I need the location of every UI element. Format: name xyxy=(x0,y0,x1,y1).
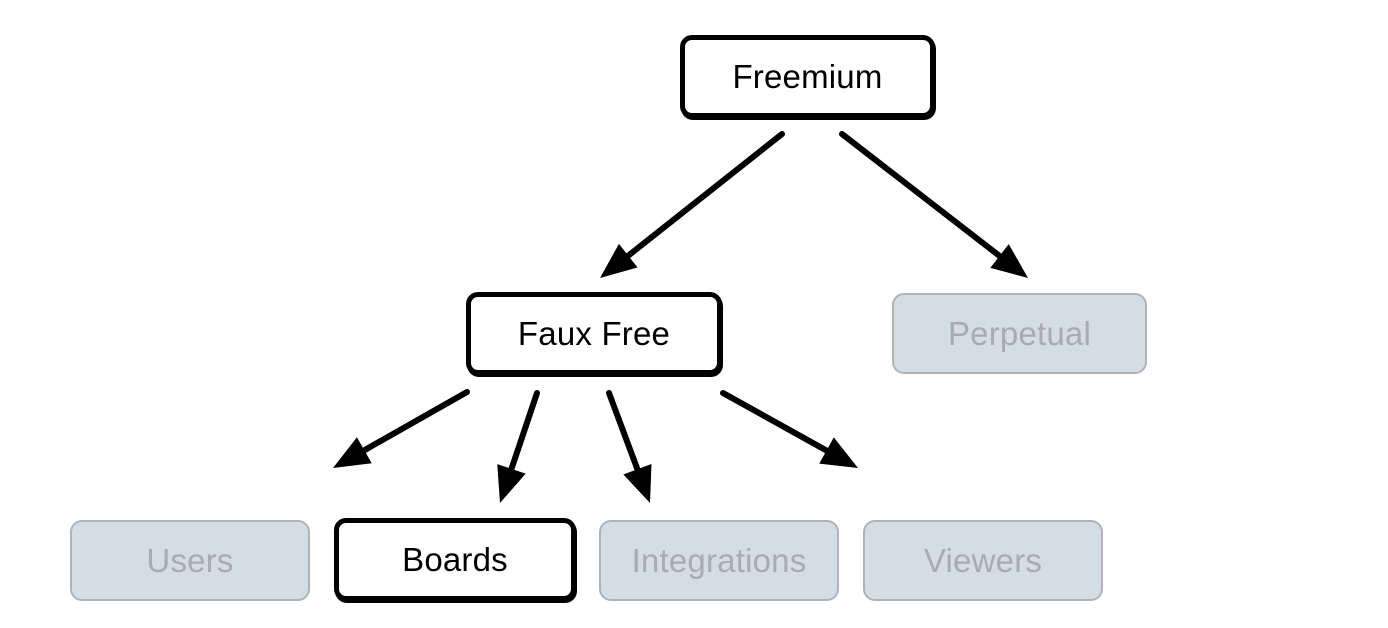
arrow-freemium-faux-free xyxy=(600,131,785,278)
node-viewers: Viewers xyxy=(863,520,1103,601)
arrow-faux-free-integrations xyxy=(606,390,652,503)
arrow-head xyxy=(497,464,526,503)
arrow-head xyxy=(819,437,858,468)
node-perpetual: Perpetual xyxy=(892,293,1147,374)
arrow-head xyxy=(333,437,372,468)
node-integrations-label: Integrations xyxy=(631,541,807,579)
node-users-label: Users xyxy=(146,541,234,579)
node-faux-free: Faux Free xyxy=(466,292,722,375)
arrow-shaft xyxy=(720,390,834,456)
arrow-shaft xyxy=(622,131,785,262)
node-users: Users xyxy=(70,520,310,601)
arrow-shaft xyxy=(507,390,540,476)
arrow-shaft xyxy=(606,390,642,477)
arrow-faux-free-users xyxy=(333,389,470,468)
arrow-shaft xyxy=(357,389,470,456)
node-perpetual-label: Perpetual xyxy=(947,314,1092,352)
arrow-head xyxy=(623,464,652,503)
arrow-shaft xyxy=(839,131,1006,262)
arrow-freemium-perpetual xyxy=(839,131,1028,278)
node-faux-free-label: Faux Free xyxy=(517,314,671,352)
arrow-head xyxy=(990,244,1028,278)
arrow-faux-free-viewers xyxy=(720,390,858,468)
node-freemium-label: Freemium xyxy=(732,57,883,95)
node-integrations: Integrations xyxy=(599,520,839,601)
node-viewers-label: Viewers xyxy=(923,541,1043,579)
arrow-head xyxy=(600,243,638,278)
arrow-faux-free-boards xyxy=(497,390,540,503)
node-freemium: Freemium xyxy=(680,35,935,118)
node-boards-label: Boards xyxy=(402,540,508,578)
node-boards: Boards xyxy=(334,518,576,601)
